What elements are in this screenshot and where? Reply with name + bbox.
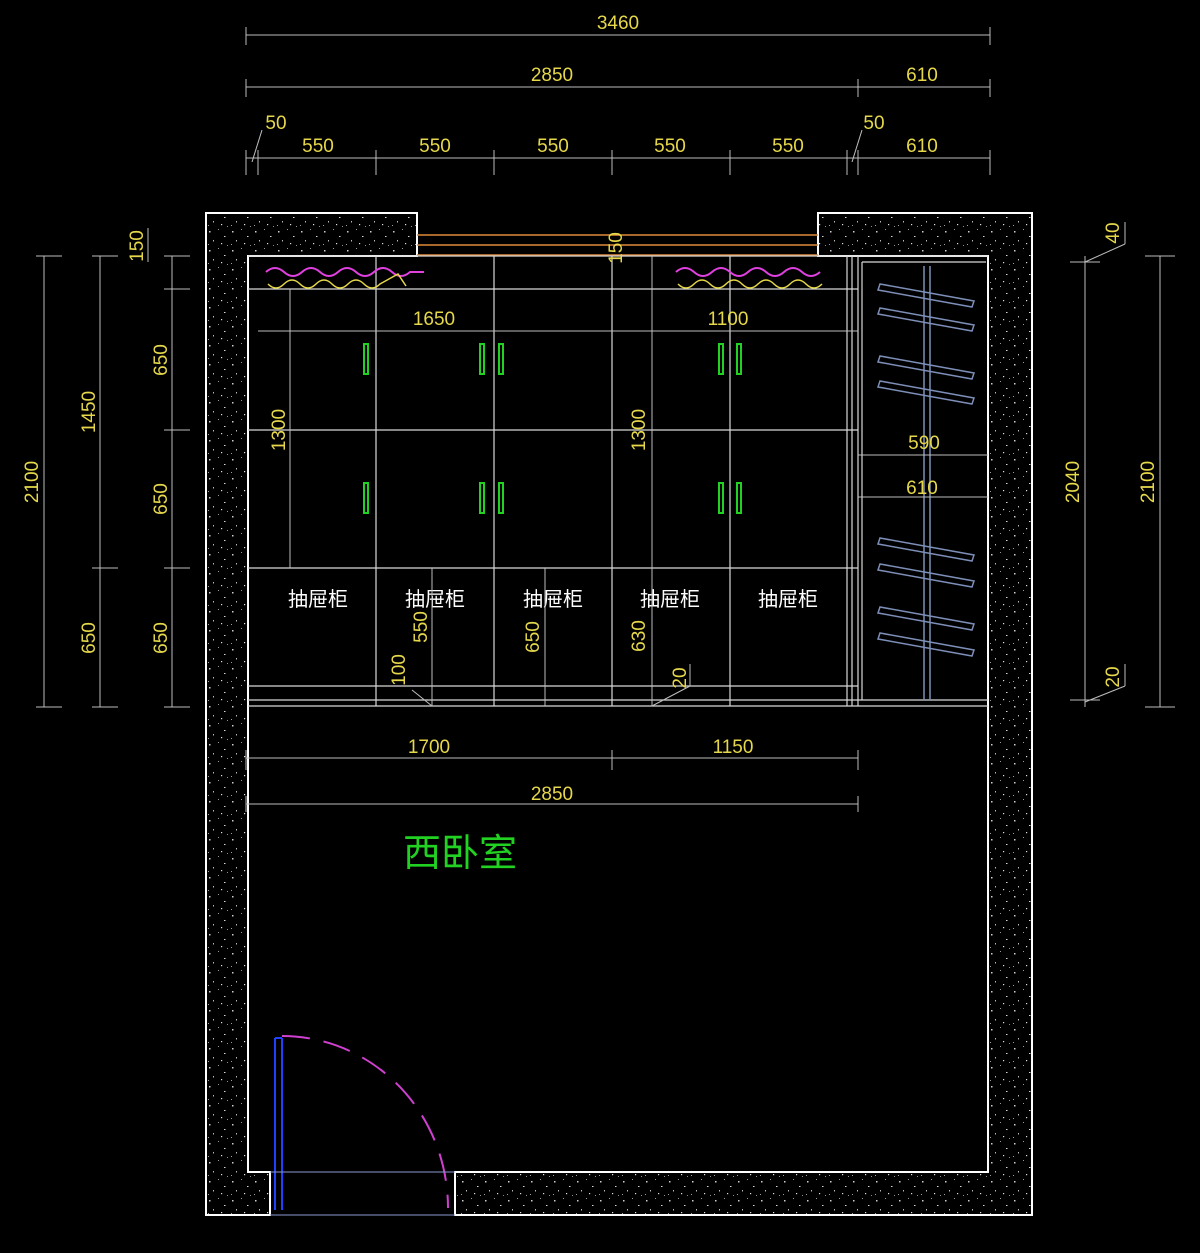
dim-top-2850: 2850: [531, 65, 573, 86]
dim-right-40: 40: [1103, 222, 1124, 243]
dim-left-650-c: 650: [151, 622, 172, 654]
dim-left-2100: 2100: [22, 461, 43, 503]
dim-bottom-2850: 2850: [531, 784, 573, 805]
dim-top-50-left: 50: [265, 113, 286, 134]
curtain-left: [265, 267, 424, 289]
walls: [205, 212, 1033, 1216]
door-swing-arc: [281, 1035, 449, 1209]
door: [270, 1035, 455, 1216]
dim-left-650-a: 650: [151, 344, 172, 376]
cabinet-handles: [363, 343, 742, 514]
dim-bottom-1150: 1150: [713, 737, 754, 758]
dim-cab-1300-right: 1300: [629, 409, 650, 451]
dim-wardrobe-610: 610: [906, 478, 938, 499]
wall-hatch-left: [207, 214, 416, 1214]
dim-drawer-550: 550: [411, 611, 432, 643]
dimension-text: 3460 2850 610 50 550 550 550 550 550 50 …: [22, 13, 1159, 805]
dim-left-150: 150: [127, 230, 148, 262]
dim-left-1450: 1450: [79, 391, 100, 433]
wall-hatch-right: [456, 214, 1031, 1214]
drawer-label-3: 抽屉柜: [523, 587, 583, 611]
window: [417, 234, 818, 256]
dimension-lines: [36, 27, 1175, 812]
room-label: 西卧室: [403, 831, 517, 875]
dim-top-overall: 3460: [597, 13, 639, 34]
dim-left-650-low: 650: [79, 622, 100, 654]
drawer-label-4: 抽屉柜: [640, 587, 700, 611]
dim-top-50-right: 50: [863, 113, 884, 134]
dim-top-550-1: 550: [302, 136, 334, 157]
dim-cab-1100: 1100: [708, 309, 749, 330]
dim-right-20: 20: [1103, 666, 1124, 687]
dim-right-2100: 2100: [1138, 461, 1159, 503]
drawer-label-1: 抽屉柜: [288, 587, 348, 611]
dim-top-610-b: 610: [906, 136, 938, 157]
dim-top-550-3: 550: [537, 136, 569, 157]
cabinet-outline: [248, 255, 988, 707]
dim-bottom-1700: 1700: [408, 737, 450, 758]
drawer-labels: 抽屉柜 抽屉柜 抽屉柜 抽屉柜 抽屉柜: [288, 587, 818, 611]
dim-right-2040: 2040: [1063, 461, 1084, 503]
dim-top-550-4: 550: [654, 136, 686, 157]
dim-top-550-5: 550: [772, 136, 804, 157]
dim-plinth-100: 100: [389, 654, 410, 686]
dim-left-650-b: 650: [151, 483, 172, 515]
dim-cab-1650: 1650: [413, 309, 455, 330]
wardrobe-hangers: [877, 266, 975, 700]
curtain-right: [675, 267, 823, 289]
dim-top-550-2: 550: [419, 136, 451, 157]
dim-drawer-650: 650: [523, 621, 544, 653]
dim-cab-1300-left: 1300: [269, 409, 290, 451]
dim-drawer-630: 630: [629, 620, 650, 652]
dim-top-610: 610: [906, 65, 938, 86]
dim-plinth-20: 20: [670, 667, 691, 688]
drawer-label-5: 抽屉柜: [758, 587, 818, 611]
dim-cab-150: 150: [606, 232, 627, 264]
drawer-label-2: 抽屉柜: [405, 587, 465, 611]
dim-wardrobe-590: 590: [908, 433, 940, 454]
